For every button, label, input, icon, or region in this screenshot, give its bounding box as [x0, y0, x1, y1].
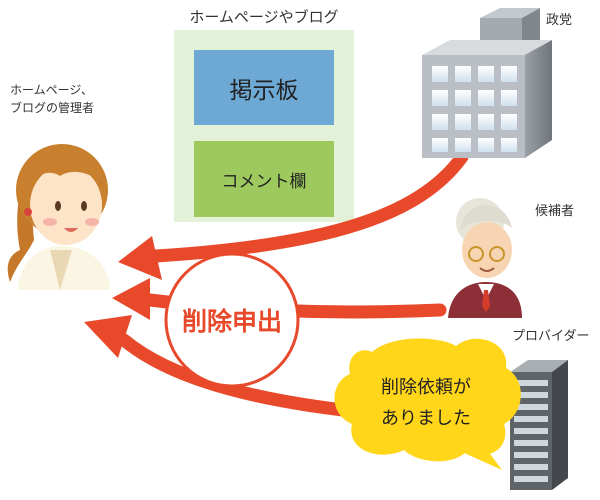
admin-hair-tie — [24, 208, 32, 216]
candidate-glasses-left — [468, 246, 484, 262]
speech-bubble: 削除依頼が ありました — [334, 338, 521, 470]
candidate-hair — [460, 204, 512, 230]
comment-label: コメント欄 — [222, 172, 307, 192]
comment-box — [194, 141, 334, 217]
admin-cheek-left — [43, 218, 57, 226]
provider-building-icon — [510, 360, 568, 490]
party-building-icon — [422, 8, 552, 158]
speech-line-2: ありました — [381, 408, 471, 429]
board-box — [194, 50, 334, 125]
party-label: 政党 — [546, 13, 572, 28]
candidate-smile — [479, 267, 495, 272]
deletion-request-node: 削除申出 — [164, 252, 300, 388]
homepage-title: ホームページやブログ — [189, 8, 338, 26]
admin-collar — [50, 250, 72, 290]
homepage-panel: ホームページやブログ 掲示板 コメント欄 — [174, 8, 354, 222]
speech-line-1: 削除依頼が — [381, 377, 471, 398]
admin-label-line-1: ホームページ、 — [10, 83, 93, 97]
candidate-face — [462, 222, 512, 278]
party-building-windows — [432, 66, 517, 152]
party-building-side — [525, 40, 552, 158]
speech-bubble-shape — [334, 338, 521, 462]
deletion-request-label: 削除申出 — [182, 307, 282, 336]
admin-label-line-2: ブログの管理者 — [10, 100, 94, 115]
candidate-glasses-right — [489, 246, 505, 262]
admin-person-icon — [7, 144, 110, 290]
candidate-tie — [482, 290, 490, 312]
provider-building-windows — [514, 380, 548, 482]
admin-mouth — [64, 228, 78, 232]
board-label: 掲示板 — [230, 78, 299, 104]
arrowhead-provider — [84, 315, 132, 358]
party-building-top-roof — [480, 8, 540, 18]
admin-eye-left — [55, 201, 61, 211]
provider-label: プロバイダー — [512, 329, 589, 344]
arrowhead-candidate — [112, 278, 150, 320]
candidate-icon — [448, 198, 522, 318]
admin-bangs — [28, 157, 104, 186]
speech-bubble-tail — [462, 440, 502, 470]
admin-cheek-right — [85, 218, 99, 226]
party-building-roof — [422, 40, 552, 55]
arrowhead-party — [118, 236, 162, 280]
provider-building-roof — [510, 360, 568, 372]
admin-eye-right — [81, 201, 87, 211]
arrow-from-party — [149, 150, 469, 263]
provider-building-side — [552, 360, 568, 490]
deletion-request-circle — [164, 252, 300, 388]
admin-face — [30, 165, 102, 245]
candidate-label: 候補者 — [535, 204, 574, 219]
